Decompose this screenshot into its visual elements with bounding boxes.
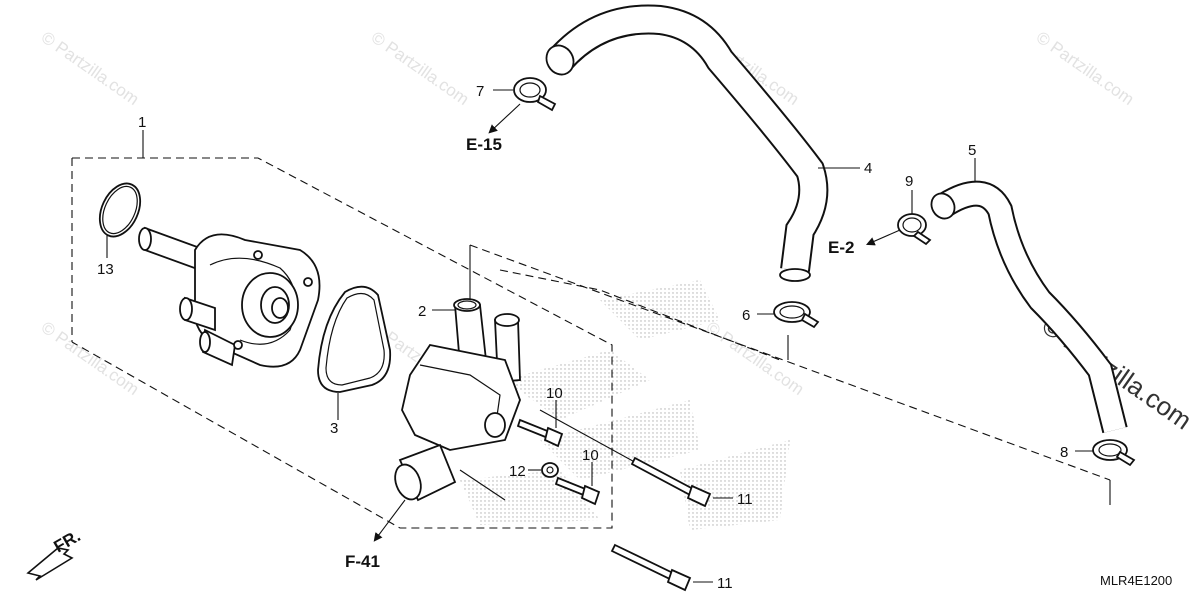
bolt-10-upper (516, 400, 564, 448)
reference-f41: F-41 (345, 552, 380, 571)
callout-12: 12 (509, 463, 526, 480)
callout-11-lower: 11 (717, 575, 733, 592)
callout-4: 4 (864, 160, 872, 177)
assembly-outline-2 (459, 244, 1111, 505)
gasket-3 (317, 285, 392, 420)
clamp-9 (897, 190, 932, 246)
water-pump-assembly (138, 226, 321, 368)
callout-10-lower: 10 (582, 447, 599, 464)
washer-12 (528, 462, 559, 478)
clamp-7 (493, 77, 557, 112)
callout-13: 13 (97, 261, 114, 278)
callout-2: 2 (418, 303, 426, 320)
watermark-text: © Partzilla.com (38, 318, 143, 399)
diagram-code: MLR4E1200 (1100, 573, 1172, 588)
callout-11-upper: 11 (737, 491, 753, 508)
assembly-outline-1 (71, 130, 613, 529)
hose-5 (930, 158, 1128, 434)
o-ring-13 (98, 182, 142, 258)
callout-9: 9 (905, 173, 913, 190)
reference-arrows (373, 103, 901, 542)
pump-cover-2 (394, 298, 521, 502)
callout-10-upper: 10 (546, 385, 563, 402)
callout-6: 6 (742, 307, 750, 324)
bolt-11-upper (630, 456, 733, 508)
bolt-11-lower (610, 543, 713, 592)
front-direction-arrow: FR. (26, 526, 84, 581)
hose-4 (545, 4, 860, 282)
callout-7: 7 (476, 83, 484, 100)
reference-e15: E-15 (466, 135, 502, 154)
watermark-text: © Partzilla.com (368, 28, 473, 109)
callout-5: 5 (968, 142, 976, 159)
callout-8: 8 (1060, 444, 1068, 461)
bolt-10-lower (554, 462, 601, 506)
watermark-text: © Partzilla.com (1033, 28, 1138, 109)
clamp-8 (1075, 439, 1136, 467)
callout-3: 3 (330, 420, 338, 437)
callout-1: 1 (138, 114, 146, 131)
reference-e2: E-2 (828, 238, 854, 257)
watermark-text: © Partzilla.com (703, 318, 808, 399)
watermark-text: © Partzilla.com (38, 28, 143, 109)
clamp-6 (757, 301, 820, 329)
